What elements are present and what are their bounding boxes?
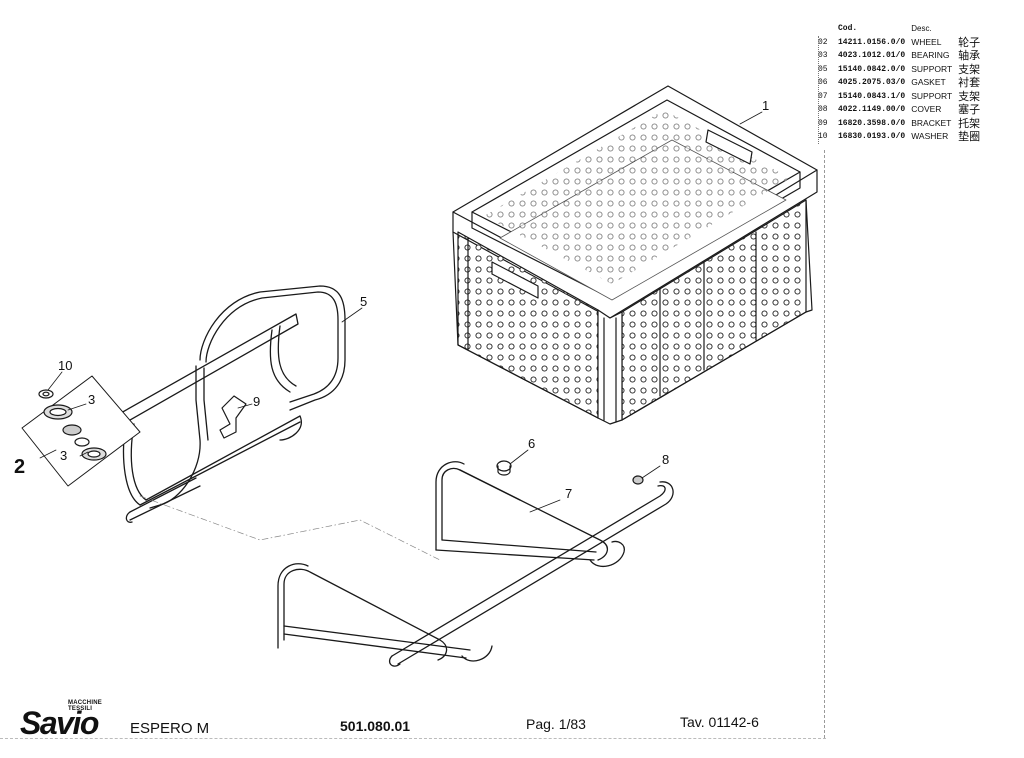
part-position: 03 <box>818 51 828 60</box>
logo-tagline: MACCHINE TESSILI <box>68 700 102 712</box>
part-code: 4025.2075.03/0 <box>838 78 906 87</box>
part-description-cn: 垫圈 <box>958 130 981 143</box>
part-code: 15140.0842.0/0 <box>838 64 906 74</box>
desc-header: Desc. <box>911 24 932 33</box>
callout-1: 1 <box>762 98 770 113</box>
part-position: 07 <box>818 91 828 101</box>
table-row: 10 16830.0193.0/0 WASHER 垫圈 <box>818 130 986 144</box>
part-code: 4022.1149.00/0 <box>838 105 906 114</box>
part-code: 4023.1012.01/0 <box>838 51 906 60</box>
part-description: GASKET <box>911 77 946 87</box>
part-position: 10 <box>818 132 828 141</box>
part-description: WHEEL <box>911 36 942 47</box>
part-position: 06 <box>818 78 828 87</box>
code-header: Cod. <box>838 24 858 33</box>
gasket-part <box>496 460 512 476</box>
part-description-cn: 塞子 <box>958 103 981 116</box>
callout-9: 9 <box>253 394 261 409</box>
callout-8: 8 <box>662 452 670 467</box>
table-row: 07 15140.0843.1/0 SUPPORT 支架 <box>818 90 986 104</box>
savio-logo: MACCHINE TESSILI Savio <box>20 700 110 741</box>
callout-7: 7 <box>565 486 573 501</box>
part-description-cn: 支架 <box>958 62 981 76</box>
wheel-assembly-part <box>21 375 141 487</box>
document-number: 501.080.01 <box>340 718 411 734</box>
callout-3-lower: 3 <box>60 448 68 463</box>
leg-support-part <box>277 461 674 667</box>
part-description-cn: 托架 <box>958 116 981 130</box>
part-description: SUPPORT <box>911 63 953 74</box>
part-position: 05 <box>818 64 828 74</box>
frame-right-border <box>824 150 825 738</box>
leader-lines <box>39 111 763 513</box>
part-description-cn: 轮子 <box>958 35 981 49</box>
table-row: 08 4022.1149.00/0 COVER 塞子 <box>818 103 986 117</box>
part-position: 09 <box>818 118 828 128</box>
callout-6: 6 <box>528 436 536 451</box>
callout-2: 2 <box>14 456 26 478</box>
part-description: BRACKET <box>911 117 952 128</box>
crate-part <box>452 85 818 425</box>
part-code: 14211.0156.0/0 <box>838 37 906 47</box>
table-row: 05 15140.0842.0/0 SUPPORT 支架 <box>818 63 986 77</box>
part-description: WASHER <box>911 131 949 141</box>
parts-table: Cod. Desc. 02 14211.0156.0/0 WHEEL 轮子 03… <box>818 22 986 144</box>
part-description-cn: 衬套 <box>958 76 981 89</box>
bracket-part <box>219 395 247 439</box>
parts-table-header: Cod. Desc. <box>818 22 986 36</box>
frame-support-part <box>111 285 346 523</box>
callout-3-upper: 3 <box>88 392 96 407</box>
part-description-cn: 支架 <box>958 89 981 103</box>
part-code: 16820.3598.0/0 <box>838 118 906 128</box>
logo-wordmark: Savio <box>20 705 99 741</box>
page-number: Pag. 1/83 <box>526 716 586 732</box>
cover-part <box>632 475 644 485</box>
part-description: SUPPORT <box>911 90 953 101</box>
part-position: 08 <box>818 105 828 114</box>
assembly-line <box>139 495 441 561</box>
callout-5: 5 <box>360 294 368 309</box>
table-reference: Tav. 01142-6 <box>680 714 759 730</box>
table-divider <box>818 36 819 144</box>
table-row: 02 14211.0156.0/0 WHEEL 轮子 <box>818 36 986 50</box>
table-row: 03 4023.1012.01/0 BEARING 轴承 <box>818 49 986 63</box>
part-description: COVER <box>911 104 942 114</box>
model-name: ESPERO M <box>130 720 210 737</box>
part-position: 02 <box>818 37 828 47</box>
callout-10: 10 <box>58 358 73 373</box>
part-code: 16830.0193.0/0 <box>838 132 906 141</box>
part-description-cn: 轴承 <box>958 49 981 62</box>
part-code: 15140.0843.1/0 <box>838 91 906 101</box>
frame-bottom-border <box>0 738 826 739</box>
table-row: 09 16820.3598.0/0 BRACKET 托架 <box>818 117 986 131</box>
table-row: 06 4025.2075.03/0 GASKET 衬套 <box>818 76 986 90</box>
part-description: BEARING <box>911 50 950 60</box>
